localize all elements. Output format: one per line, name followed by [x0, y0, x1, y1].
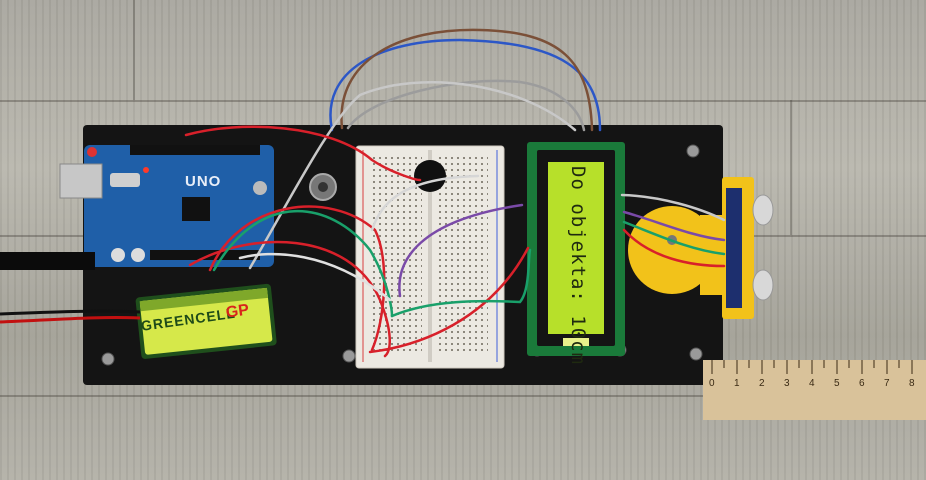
floor-seam — [790, 100, 792, 235]
ruler-number: 1 — [734, 378, 740, 389]
ruler — [703, 360, 926, 420]
ruler-number: 2 — [759, 378, 765, 389]
ruler-number: 5 — [834, 378, 840, 389]
lcd-screen — [548, 162, 604, 334]
ruler-number: 6 — [859, 378, 865, 389]
ultrasonic-transducer — [752, 194, 774, 226]
power-cable — [0, 252, 95, 270]
potentiometer-knob — [318, 182, 328, 192]
breadboard-holes — [372, 155, 488, 355]
reset-button — [87, 147, 97, 157]
arduino-uno-label: UNO — [185, 173, 222, 190]
ruler-number: 4 — [809, 378, 815, 389]
ultrasonic-transducer — [752, 269, 774, 301]
buzzer — [414, 160, 446, 192]
crystal — [110, 173, 140, 187]
ruler-number: 3 — [784, 378, 790, 389]
usb-port — [59, 163, 103, 199]
floor-seam — [0, 100, 926, 102]
lcd-display-text: Do objekta: 10cm — [567, 166, 589, 366]
battery-wire-black — [0, 309, 141, 316]
screw — [253, 181, 267, 195]
capacitor — [111, 248, 125, 262]
jumper-wires — [184, 28, 726, 358]
microcontroller-chip — [182, 197, 210, 221]
header-pins — [130, 145, 260, 155]
header-pins — [150, 250, 260, 260]
floor-seam — [133, 0, 135, 100]
battery-wire-red — [0, 315, 141, 324]
ultrasonic-sensor-pcb — [726, 188, 742, 308]
capacitor — [131, 248, 145, 262]
battery — [135, 283, 277, 359]
ruler-ticks — [711, 360, 913, 374]
lcd-backlight-leak — [563, 338, 589, 346]
arduino-board — [84, 145, 274, 267]
battery-logo-label: GP — [224, 301, 251, 322]
power-led — [143, 167, 149, 173]
ruler-number: 0 — [709, 378, 715, 389]
sensor-mount — [628, 206, 716, 294]
floor-seam — [0, 395, 926, 397]
ruler-number: 8 — [909, 378, 915, 389]
ruler-number: 7 — [884, 378, 890, 389]
